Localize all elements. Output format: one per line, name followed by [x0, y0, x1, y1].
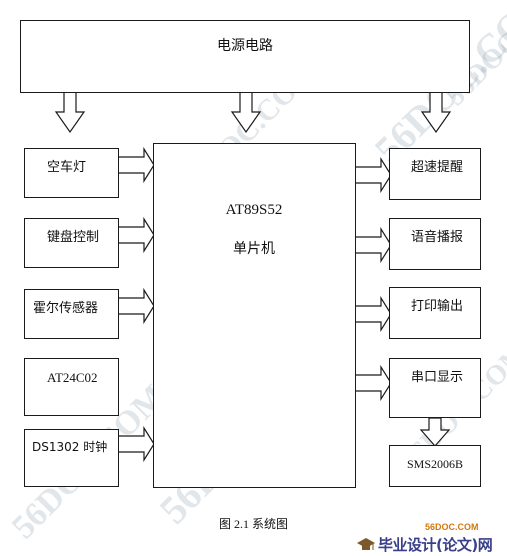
footer-brand-text: 毕业设计(论文)网	[378, 536, 493, 554]
footer-logo: 56DOC.COM 毕业设计(论文)网	[350, 522, 507, 556]
mcu-block: AT89S52 单片机	[153, 143, 356, 488]
display-module-label: SMS2006B	[406, 457, 464, 471]
arrow-output-3	[354, 295, 392, 333]
output-block-serial: 串口显示	[389, 358, 481, 418]
arrow-output-1	[354, 156, 392, 194]
input-block-rtc: DS1302 时钟	[24, 429, 119, 487]
power-circuit-label: 电源电路	[217, 38, 273, 54]
grad-cap-icon	[357, 538, 375, 550]
output-label: 超速提醒	[411, 160, 464, 175]
arrow-output-4	[354, 364, 392, 402]
output-label: 串口显示	[411, 370, 464, 385]
mcu-name-label: 单片机	[233, 241, 275, 257]
arrow-input-5	[117, 425, 155, 463]
input-label: DS1302 时钟	[32, 440, 108, 454]
input-block-hall-sensor: 霍尔传感器	[24, 289, 119, 339]
input-label: 键盘控制	[47, 230, 100, 245]
power-circuit-block: 电源电路	[20, 20, 470, 93]
arrow-input-2	[117, 216, 155, 254]
arrow-power-to-inputs	[54, 91, 86, 134]
figure-caption: 图 2.1 系统图	[218, 517, 288, 531]
input-block-vacant-light: 空车灯	[24, 148, 119, 198]
footer-site-text: 56DOC.COM	[425, 522, 479, 532]
input-block-eeprom: AT24C02	[24, 358, 119, 416]
input-block-keyboard: 键盘控制	[24, 218, 119, 268]
arrow-serial-to-display	[419, 417, 451, 447]
display-module-block: SMS2006B	[389, 445, 481, 487]
arrow-input-1	[117, 146, 155, 184]
input-label: 霍尔传感器	[33, 301, 99, 316]
output-block-print: 打印输出	[389, 287, 481, 339]
arrow-output-2	[354, 226, 392, 264]
input-label: 空车灯	[47, 160, 87, 175]
output-label: 语音播报	[411, 230, 464, 245]
input-label: AT24C02	[47, 370, 98, 385]
output-block-overspeed: 超速提醒	[389, 148, 481, 200]
arrow-power-to-mcu	[230, 91, 262, 134]
arrow-input-3	[117, 287, 155, 325]
arrow-power-to-outputs	[420, 91, 452, 134]
mcu-model-label: AT89S52	[225, 202, 283, 218]
output-label: 打印输出	[411, 299, 464, 314]
output-block-voice: 语音播报	[389, 218, 481, 270]
